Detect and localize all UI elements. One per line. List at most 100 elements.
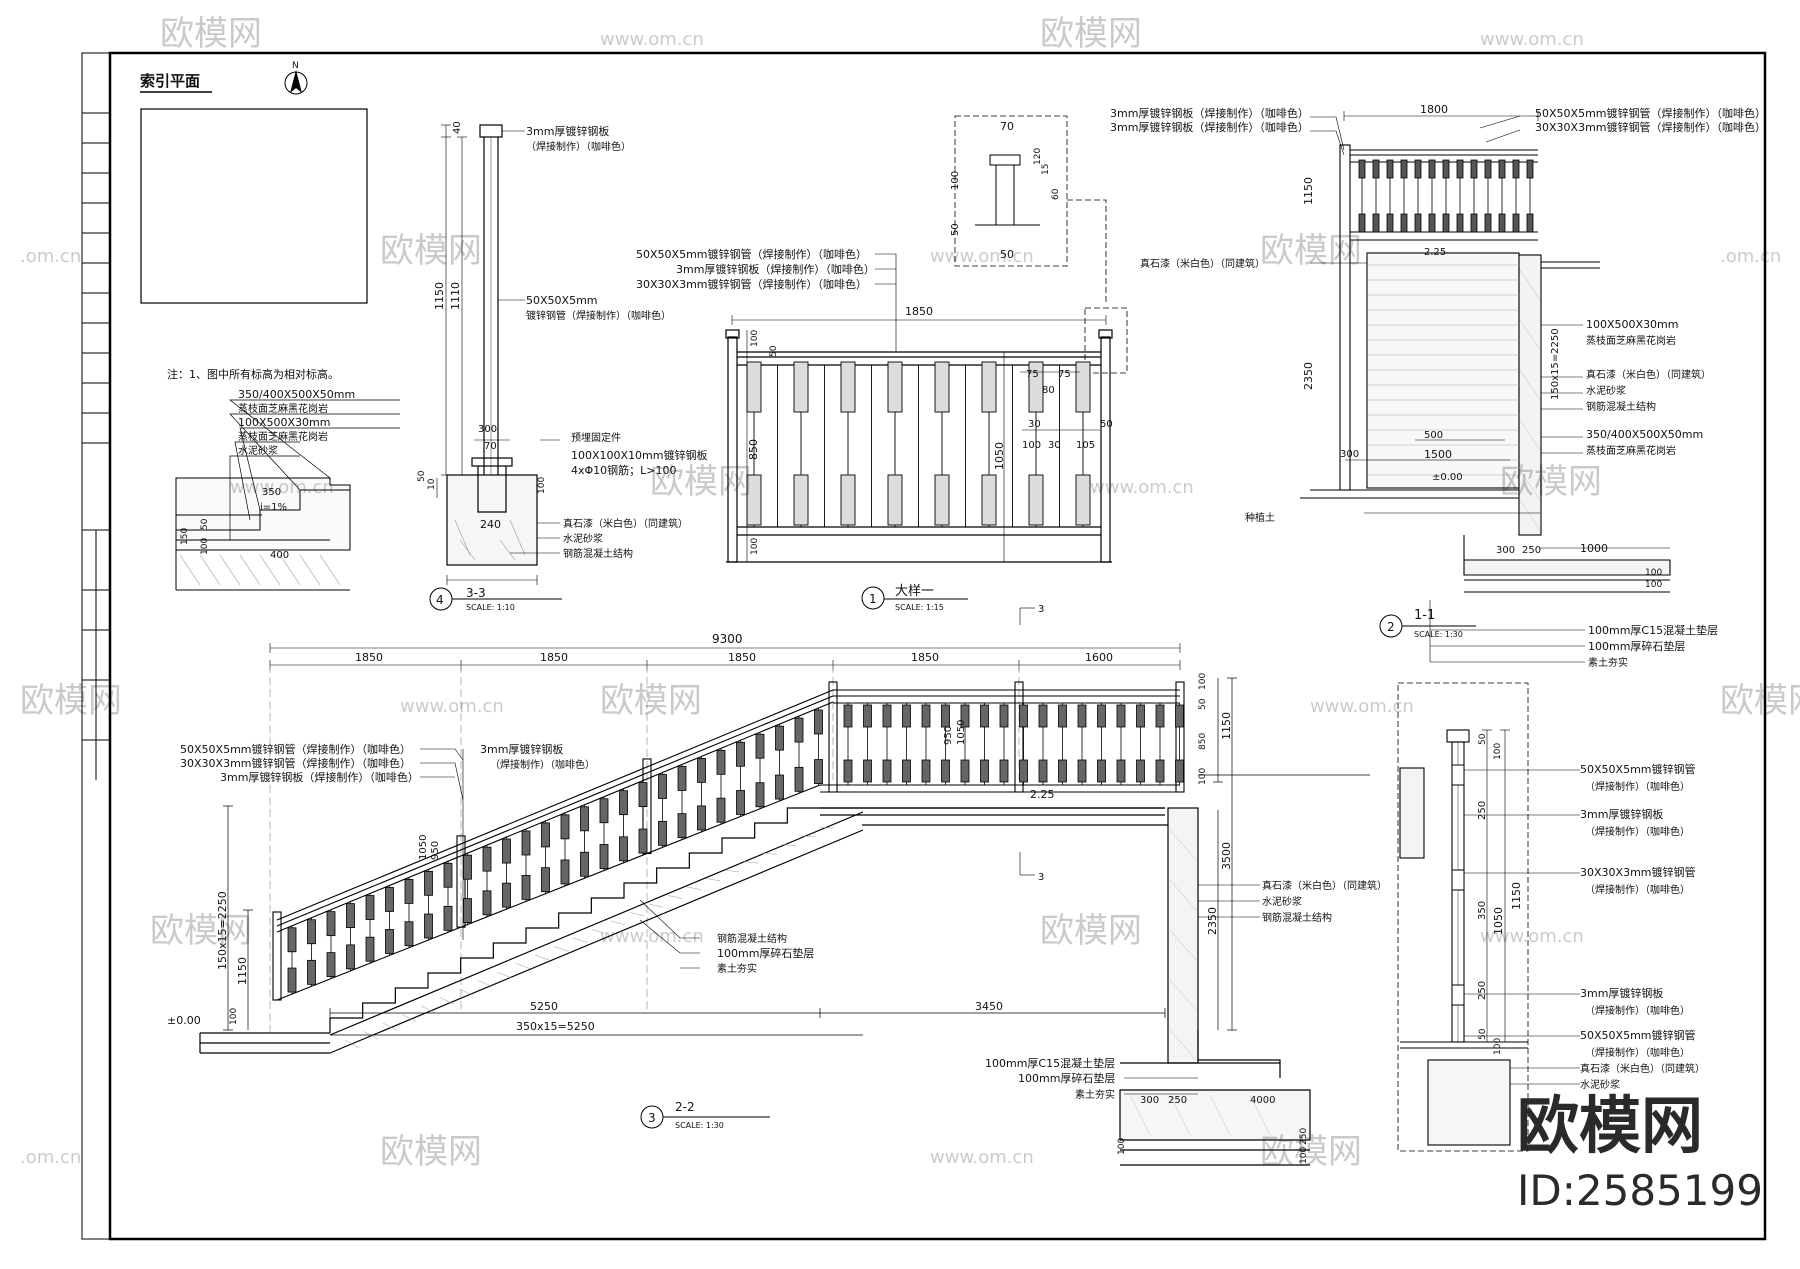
picket-plate bbox=[1526, 159, 1534, 179]
baluster-plate bbox=[560, 814, 570, 840]
picket-plate bbox=[1400, 159, 1408, 179]
svg-text:50: 50 bbox=[1478, 733, 1488, 745]
watermark-text: 欧模网 bbox=[150, 911, 252, 951]
svg-text:50X50X5mm: 50X50X5mm bbox=[526, 294, 598, 307]
baluster-plate bbox=[794, 717, 804, 743]
svg-text:3mm厚镀锌钢板: 3mm厚镀锌钢板 bbox=[526, 124, 609, 138]
svg-text:（焊接制作）（咖啡色）: （焊接制作）（咖啡色） bbox=[1585, 825, 1690, 838]
svg-text:30X30X3mm镀锌钢管（焊接制作）（咖啡色）: 30X30X3mm镀锌钢管（焊接制作）（咖啡色） bbox=[1535, 120, 1766, 134]
watermark-text: www.om.cn bbox=[400, 696, 504, 717]
picket-plate bbox=[1484, 159, 1492, 179]
baluster-plate bbox=[736, 741, 745, 767]
svg-text:预埋固定件: 预埋固定件 bbox=[571, 431, 621, 444]
picket-plate bbox=[1498, 213, 1506, 233]
baluster-panel bbox=[840, 361, 856, 413]
baluster-plate bbox=[843, 704, 853, 728]
watermark-brand-large: 欧模网 bbox=[1517, 1089, 1703, 1162]
svg-text:50: 50 bbox=[417, 470, 427, 482]
step-dim-350: 350 bbox=[262, 487, 281, 498]
index-plan-box bbox=[140, 108, 368, 304]
picket-plate bbox=[1498, 159, 1506, 179]
svg-text:1850: 1850 bbox=[728, 651, 756, 664]
svg-text:5250: 5250 bbox=[530, 1000, 558, 1013]
baluster-plate bbox=[463, 854, 472, 880]
step-label-2: 蒸枝面芝麻黑花岗岩 bbox=[238, 402, 328, 415]
baluster-plate bbox=[346, 903, 355, 928]
baluster-plate bbox=[424, 870, 433, 896]
watermark-text: www.om.cn bbox=[600, 29, 704, 50]
svg-text:3mm厚镀锌钢板: 3mm厚镀锌钢板 bbox=[480, 742, 563, 756]
svg-text:100: 100 bbox=[229, 1008, 239, 1025]
svg-text:4000: 4000 bbox=[1250, 1095, 1275, 1106]
baluster-plate bbox=[619, 836, 628, 862]
svg-text:100: 100 bbox=[1493, 1038, 1503, 1055]
svg-text:钢筋混凝土结构: 钢筋混凝土结构 bbox=[717, 932, 787, 945]
baluster-plate bbox=[697, 805, 706, 831]
baluster-plate bbox=[863, 704, 872, 728]
svg-text:1150: 1150 bbox=[1302, 177, 1315, 205]
svg-text:SCALE: 1:10: SCALE: 1:10 bbox=[466, 603, 515, 612]
baluster-plate bbox=[385, 929, 394, 954]
svg-text:4xΦ10钢筋；L>100: 4xΦ10钢筋；L>100 bbox=[571, 463, 677, 477]
svg-text:100: 100 bbox=[1645, 568, 1662, 578]
svg-text:钢筋混凝土结构: 钢筋混凝土结构 bbox=[563, 547, 633, 560]
watermark-text: www.om.cn bbox=[1310, 696, 1414, 717]
svg-text:70: 70 bbox=[1000, 120, 1014, 133]
baluster-plate bbox=[736, 790, 745, 815]
baluster-plate bbox=[560, 859, 570, 885]
index-plan-title: 索引平面 bbox=[140, 72, 200, 90]
baluster-panel bbox=[887, 474, 903, 526]
baluster-plate bbox=[404, 921, 414, 947]
picket-plate bbox=[1428, 159, 1436, 179]
section-3-3-tag: 4 3-3 SCALE: 1:10 bbox=[429, 586, 562, 612]
rail-post bbox=[828, 681, 838, 793]
baluster-plate bbox=[658, 774, 667, 799]
svg-text:100: 100 bbox=[950, 171, 961, 190]
svg-text:15: 15 bbox=[1041, 164, 1051, 175]
svg-text:50: 50 bbox=[1198, 698, 1208, 710]
svg-text:250: 250 bbox=[1168, 1095, 1187, 1106]
baluster-panel bbox=[1028, 361, 1044, 413]
svg-text:1600: 1600 bbox=[1085, 651, 1113, 664]
svg-text:3mm厚镀锌钢板: 3mm厚镀锌钢板 bbox=[1580, 807, 1663, 821]
baluster-plate bbox=[1175, 704, 1184, 728]
baluster-plate bbox=[1097, 704, 1106, 728]
svg-text:100: 100 bbox=[1299, 1147, 1309, 1164]
baluster-plate bbox=[716, 797, 726, 823]
svg-text:素土夯实: 素土夯实 bbox=[1588, 656, 1628, 669]
svg-text:素土夯实: 素土夯实 bbox=[1075, 1088, 1115, 1101]
baluster-plate bbox=[697, 757, 706, 783]
svg-text:真石漆（米白色）（同建筑）: 真石漆（米白色）（同建筑） bbox=[1586, 368, 1711, 381]
baluster-plate bbox=[716, 749, 726, 775]
svg-text:300: 300 bbox=[478, 424, 497, 435]
baluster-plate bbox=[863, 759, 872, 783]
picket-plate bbox=[1512, 159, 1520, 179]
svg-text:1850: 1850 bbox=[355, 651, 383, 664]
svg-text:100X100X10mm镀锌钢板: 100X100X10mm镀锌钢板 bbox=[571, 448, 708, 462]
svg-text:真石漆（米白色）（同建筑）: 真石漆（米白色）（同建筑） bbox=[1580, 1062, 1705, 1075]
svg-text:100mm厚碎石垫层: 100mm厚碎石垫层 bbox=[1018, 1071, 1115, 1085]
baluster-panel bbox=[934, 361, 950, 413]
baluster-plate bbox=[1175, 759, 1184, 783]
svg-text:10: 10 bbox=[427, 478, 437, 490]
baluster-plate bbox=[638, 828, 648, 854]
level-landing: 2.25 bbox=[1030, 788, 1055, 801]
svg-text:105: 105 bbox=[1076, 440, 1095, 451]
step-dim-slope: i=1% bbox=[260, 502, 287, 513]
picket-plate bbox=[1442, 159, 1450, 179]
svg-text:80: 80 bbox=[1042, 385, 1055, 396]
svg-text:N: N bbox=[292, 61, 299, 71]
svg-text:100: 100 bbox=[1117, 1138, 1127, 1155]
svg-text:1050: 1050 bbox=[993, 442, 1006, 470]
svg-text:1050: 1050 bbox=[418, 835, 429, 860]
watermark-text: www.om.cn bbox=[1480, 926, 1584, 947]
svg-text:75: 75 bbox=[1026, 369, 1039, 380]
watermark-id: ID:2585199 bbox=[1517, 1166, 1763, 1215]
baluster-plate bbox=[638, 782, 648, 807]
picket-plate bbox=[1526, 213, 1534, 233]
svg-text:300: 300 bbox=[1140, 1095, 1159, 1106]
svg-text:30: 30 bbox=[1028, 419, 1041, 430]
baluster-plate bbox=[941, 704, 950, 728]
step-label-4: 蒸枝面芝麻黑花岗岩 bbox=[238, 430, 328, 443]
